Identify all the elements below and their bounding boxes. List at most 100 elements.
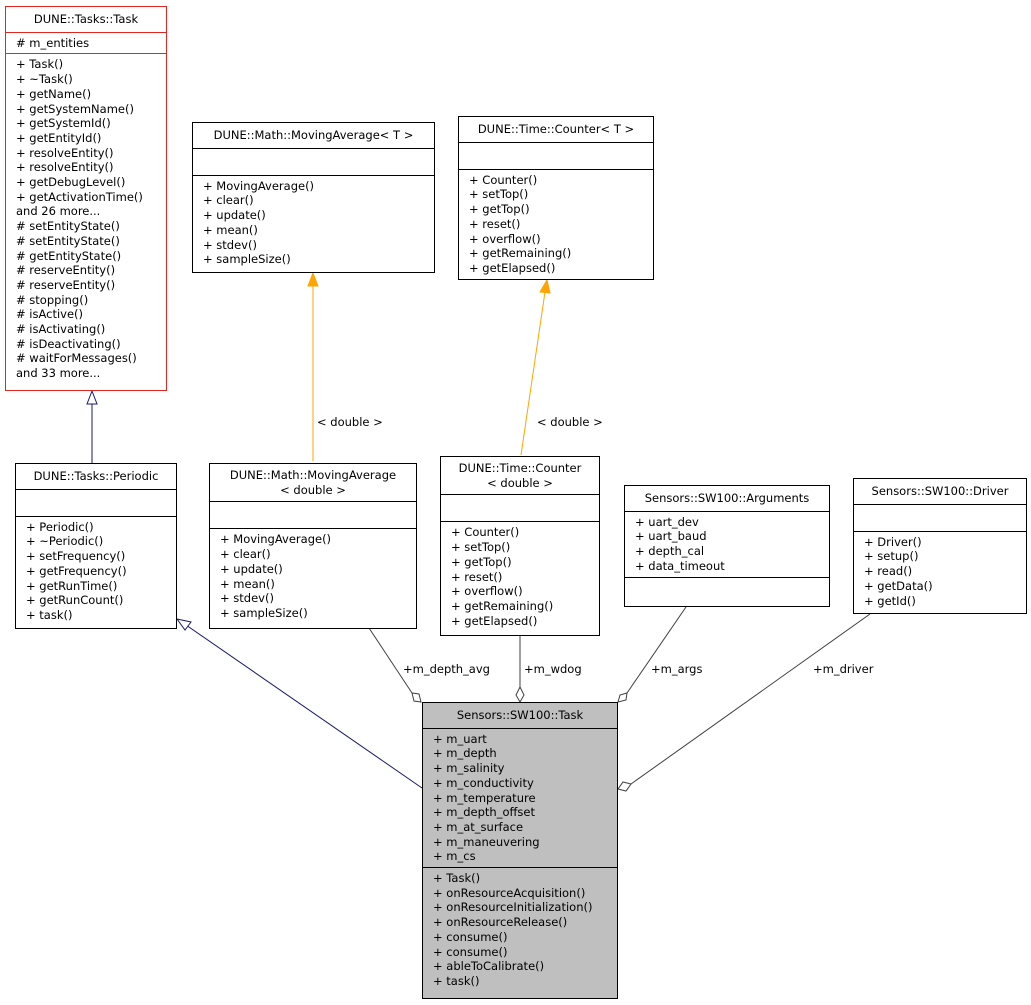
attributes-section xyxy=(854,503,1026,531)
methods-section: + Counter()+ setTop()+ getTop()+ reset()… xyxy=(441,521,599,631)
class-counter-template[interactable]: DUNE::Time::Counter< T > + Counter()+ se… xyxy=(458,116,654,280)
member-row: # reserveEntity() xyxy=(16,277,116,292)
inheritance-arrow-task xyxy=(86,389,98,405)
member-row: + m_depth_offset xyxy=(433,805,536,820)
member-row: + m_conductivity xyxy=(433,775,534,790)
class-title: DUNE::Tasks::Task xyxy=(33,12,139,26)
member-row: + Task() xyxy=(16,57,64,72)
member-row: + Counter() xyxy=(451,525,520,540)
inheritance-arrow-periodic xyxy=(175,618,192,631)
methods-section: + Periodic()+ ~Periodic()+ setFrequency(… xyxy=(16,515,176,626)
member-row: + update() xyxy=(203,208,266,223)
methods-section: + Driver()+ setup()+ read()+ getData()+ … xyxy=(854,530,1026,612)
methods-section: + MovingAverage()+ clear()+ update()+ me… xyxy=(210,528,416,623)
member-row: + sampleSize() xyxy=(220,605,308,620)
member-row: + depth_cal xyxy=(635,544,705,559)
member-row: + ~Task() xyxy=(16,72,73,87)
attributes-section xyxy=(16,488,176,516)
member-row: + setTop() xyxy=(469,187,529,202)
class-sw100-task[interactable]: Sensors::SW100::Task + m_uart+ m_depth+ … xyxy=(422,702,618,999)
member-row: + m_uart xyxy=(433,731,487,746)
attributes-section xyxy=(193,147,434,175)
member-row: + getEntityId() xyxy=(16,130,102,145)
member-row: + resolveEntity() xyxy=(16,160,114,175)
member-row: + ableToCalibrate() xyxy=(433,959,545,974)
class-title: Sensors::SW100::Driver xyxy=(871,484,1009,498)
class-counter-double[interactable]: DUNE::Time::Counter < double > + Counter… xyxy=(440,456,600,636)
attributes-section: + uart_dev+ uart_baud+ depth_cal+ data_t… xyxy=(625,510,829,577)
member-row: + getRunCount() xyxy=(26,593,124,608)
class-dune-tasks-periodic[interactable]: DUNE::Tasks::Periodic + Periodic()+ ~Per… xyxy=(15,463,177,629)
edge-label-template-moving-average: < double > xyxy=(317,415,383,429)
member-row: + setTop() xyxy=(451,540,511,555)
member-row: + stdev() xyxy=(203,237,257,252)
member-row: + setup() xyxy=(864,549,919,564)
composition-diamond-args xyxy=(617,692,628,703)
member-row: + Task() xyxy=(433,871,481,886)
member-row: + m_salinity xyxy=(433,761,505,776)
composition-line-args xyxy=(626,606,687,694)
member-row: + MovingAverage() xyxy=(220,532,332,547)
member-row: + Counter() xyxy=(469,172,538,187)
member-row: + getName() xyxy=(16,86,92,101)
member-row: + Driver() xyxy=(864,534,922,549)
member-row: + clear() xyxy=(220,547,271,562)
member-row: + onResourceAcquisition() xyxy=(433,885,586,900)
class-dune-tasks-task[interactable]: DUNE::Tasks::Task # m_entities + Task()+… xyxy=(5,6,167,391)
member-row: + getRunTime() xyxy=(26,578,118,593)
class-title: DUNE::Time::Counter< T > xyxy=(477,122,635,136)
class-sw100-arguments[interactable]: Sensors::SW100::Arguments + uart_dev+ ua… xyxy=(624,485,830,607)
composition-line-depth-avg xyxy=(368,627,413,694)
member-row: # isActivating() xyxy=(16,322,106,337)
class-sw100-driver[interactable]: Sensors::SW100::Driver + Driver()+ setup… xyxy=(853,478,1027,614)
member-row: + getDebugLevel() xyxy=(16,175,126,190)
template-line-counter xyxy=(520,291,546,456)
member-row: + onResourceInitialization() xyxy=(433,900,593,915)
member-row: + reset() xyxy=(451,569,503,584)
member-row: + getElapsed() xyxy=(469,260,556,275)
inheritance-line-sw100-periodic xyxy=(185,624,423,789)
member-row: # setEntityState() xyxy=(16,219,120,234)
methods-section: + Task()+ onResourceAcquisition()+ onRes… xyxy=(423,867,617,992)
attributes-section xyxy=(210,501,416,528)
class-moving-average-double[interactable]: DUNE::Math::MovingAverage < double > + M… xyxy=(209,463,417,629)
member-row: + Periodic() xyxy=(26,519,94,534)
member-row: + overflow() xyxy=(469,231,541,246)
methods-section: + Counter()+ setTop()+ getTop()+ reset()… xyxy=(459,168,653,279)
member-row: and 33 more... xyxy=(16,366,101,381)
composition-diamond-driver xyxy=(617,781,632,792)
member-row: # m_entities xyxy=(16,35,90,50)
member-row: + MovingAverage() xyxy=(203,178,315,193)
attributes-section: + m_uart+ m_depth+ m_salinity+ m_conduct… xyxy=(423,727,617,867)
member-row: # getEntityState() xyxy=(16,248,122,263)
methods-section xyxy=(625,576,829,604)
class-title: Sensors::SW100::Arguments xyxy=(644,491,810,505)
member-row: + task() xyxy=(433,973,480,988)
member-row: + m_temperature xyxy=(433,790,536,805)
member-row: and 26 more... xyxy=(16,204,101,219)
member-row: + uart_dev xyxy=(635,514,699,529)
member-row: + getData() xyxy=(864,578,933,593)
class-title: DUNE::Math::MovingAverage < double > xyxy=(229,468,397,497)
methods-section: + Task()+ ~Task()+ getName()+ getSystemN… xyxy=(6,53,166,383)
member-row: + sampleSize() xyxy=(203,252,291,267)
member-row: # isDeactivating() xyxy=(16,336,121,351)
composition-diamond-wdog xyxy=(515,685,525,704)
class-title: DUNE::Tasks::Periodic xyxy=(33,469,159,483)
edge-label-args: +m_args xyxy=(651,662,703,676)
member-row: + clear() xyxy=(203,193,254,208)
composition-line-driver xyxy=(630,613,871,785)
attributes-section xyxy=(441,494,599,521)
composition-diamond-depth-avg xyxy=(411,692,422,703)
member-row: # isActive() xyxy=(16,307,84,322)
member-row: # reserveEntity() xyxy=(16,263,116,278)
member-row: # waitForMessages() xyxy=(16,351,137,366)
class-title: DUNE::Math::MovingAverage< T > xyxy=(213,128,414,142)
member-row: + m_cs xyxy=(433,849,476,864)
member-row: + getSystemId() xyxy=(16,116,111,131)
member-row: + reset() xyxy=(469,216,521,231)
member-row: + getActivationTime() xyxy=(16,189,143,204)
template-arrow-moving-average xyxy=(307,271,319,287)
class-moving-average-template[interactable]: DUNE::Math::MovingAverage< T > + MovingA… xyxy=(192,122,435,273)
member-row: + consume() xyxy=(433,929,508,944)
